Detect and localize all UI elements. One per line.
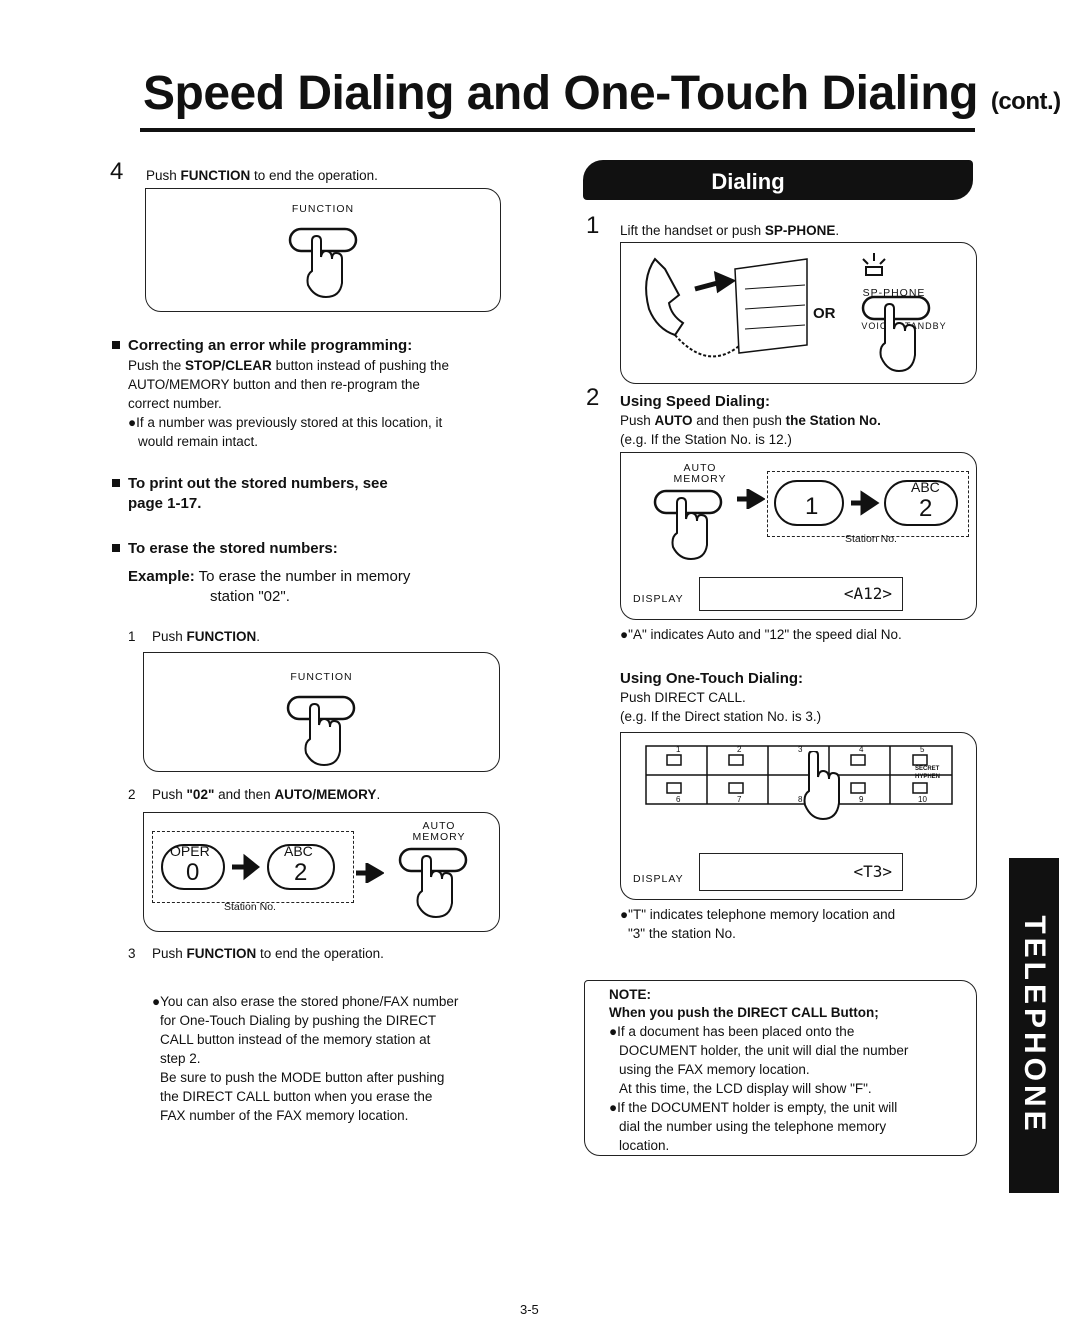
grid-key-5: 5 <box>920 745 925 754</box>
erase-sub3-text: Push FUNCTION to end the operation. <box>152 946 384 961</box>
secret-label: SECRET <box>915 766 940 772</box>
grid-key-7: 7 <box>737 795 742 804</box>
one-touch-body: Push DIRECT CALL. (e.g. If the Direct st… <box>620 690 822 724</box>
title-suffix: (cont.) <box>990 88 1061 115</box>
correcting-body: Push the STOP/CLEAR button instead of pu… <box>128 358 449 449</box>
erase-heading: To erase the stored numbers: <box>112 539 338 559</box>
erase-sub3-number: 3 <box>128 946 136 961</box>
arrow-right-icon <box>356 863 384 883</box>
page-title: Speed Dialing and One-Touch Dialing (con… <box>143 67 1061 120</box>
erase-function-box: FUNCTION <box>143 652 500 772</box>
station-no-bracket <box>152 831 354 903</box>
page-number: 3-5 <box>520 1302 539 1317</box>
key-oper-label: OPER <box>170 843 210 859</box>
print-heading-page-ref: page 1-17. <box>128 495 202 512</box>
function-illustration-box: FUNCTION <box>145 188 501 312</box>
hand-press-sp-phone-icon <box>861 295 931 373</box>
one-touch-heading: Using One-Touch Dialing: <box>620 670 804 687</box>
print-heading: To print out the stored numbers, see <box>112 474 388 494</box>
hand-press-auto-memory-icon <box>653 489 723 561</box>
a-indicator-note: ●"A" indicates Auto and "12" the speed d… <box>620 627 902 642</box>
key-abc-label: ABC <box>284 843 313 859</box>
hyphen-label: HYPHEN <box>915 774 941 780</box>
speed-dialing-body: Push AUTO and then push the Station No. … <box>620 413 881 447</box>
handset-lift-icon <box>645 257 808 358</box>
hand-press-key-3-icon <box>803 751 840 821</box>
station-no-label: Station No. <box>845 533 897 545</box>
speed-dialing-heading: Using Speed Dialing: <box>620 393 771 410</box>
erase-sub1-text: Push FUNCTION. <box>152 629 261 644</box>
lcd-display-t3: <T3> <box>699 853 903 891</box>
erase-sub2-number: 2 <box>128 787 136 802</box>
function-key-label: FUNCTION <box>291 203 355 215</box>
station-keys-0-2 <box>161 844 335 890</box>
station-no-label: Station No. <box>224 901 276 913</box>
grid-key-8: 8 <box>798 795 803 804</box>
step-number-4: 4 <box>110 158 124 185</box>
dialing-section-banner: Dialing <box>583 160 973 200</box>
grid-key-9: 9 <box>859 795 864 804</box>
or-label: OR <box>813 305 836 322</box>
arrow-right-icon <box>737 489 765 509</box>
station-keys-1-2 <box>774 480 958 526</box>
station-no-bracket <box>767 471 969 537</box>
erase-example: Example: To erase the number in memory s… <box>128 568 411 605</box>
lamp-light-icon <box>862 253 886 276</box>
note-heading: When you push the DIRECT CALL Button; <box>609 1005 879 1020</box>
grid-key-10: 10 <box>918 795 927 804</box>
one-touch-box: 1 2 3 4 5 6 7 8 9 10 SECRET HYPHEN DISPL… <box>620 732 977 900</box>
hand-press-auto-memory-icon <box>398 847 468 919</box>
grid-key-2: 2 <box>737 745 742 754</box>
note-title: NOTE: <box>609 987 651 1002</box>
erase-sub1-number: 1 <box>128 629 136 644</box>
key-0-label: 0 <box>186 859 200 886</box>
step-number-2: 2 <box>586 384 600 411</box>
key-abc-label: ABC <box>911 479 940 495</box>
note-box: NOTE: When you push the DIRECT CALL Butt… <box>584 980 977 1156</box>
hand-press-function-icon <box>288 227 358 299</box>
step4-text: Push FUNCTION to end the operation. <box>146 168 378 183</box>
lift-handset-box: OR SP-PHONE VOICE STANDBY <box>620 242 977 384</box>
display-label: DISPLAY <box>633 873 684 885</box>
step1-text: Lift the handset or push SP-PHONE. <box>620 223 840 238</box>
erase-sub2-text: Push "02" and then AUTO/MEMORY. <box>152 787 381 802</box>
note-body: ●If a document has been placed onto the … <box>609 1024 909 1153</box>
one-touch-keypad-grid <box>645 745 953 805</box>
lcd-display-a12: <A12> <box>699 577 903 611</box>
display-label: DISPLAY <box>633 593 684 605</box>
key-1-label: 1 <box>805 493 819 520</box>
key-2-label: 2 <box>919 495 933 522</box>
grid-key-4: 4 <box>859 745 864 754</box>
grid-key-1: 1 <box>676 745 681 754</box>
grid-key-3: 3 <box>798 745 803 754</box>
telephone-section-tab: TELEPHONE <box>1009 858 1059 1193</box>
function-key-label: FUNCTION <box>290 671 353 683</box>
correcting-heading: Correcting an error while programming: <box>112 336 412 356</box>
title-rule <box>140 128 975 132</box>
hand-press-function-icon <box>286 695 356 767</box>
t-indicator-note: ●"T" indicates telephone memory location… <box>620 907 896 941</box>
step-number-1: 1 <box>586 212 600 239</box>
key-2-label: 2 <box>294 859 308 886</box>
grid-key-6: 6 <box>676 795 681 804</box>
one-touch-erase-note: ●You can also erase the stored phone/FAX… <box>152 994 459 1123</box>
